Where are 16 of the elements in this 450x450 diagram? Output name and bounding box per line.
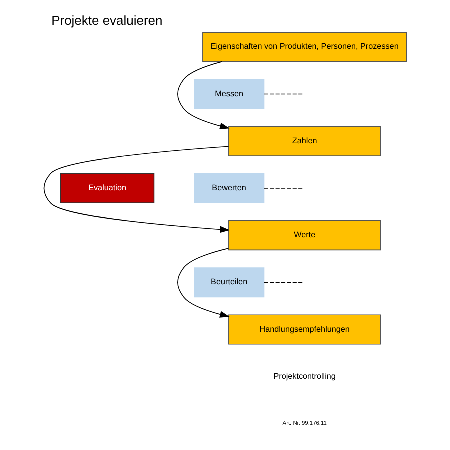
node-box: Bewerten [194,173,264,204]
node-box: Beurteilen [194,268,264,298]
node-box: Messen [194,79,264,110]
node-box: Werte [228,220,381,251]
connector [264,282,304,284]
node-box: Eigenschaften von Produkten, Personen, Prozessen [202,32,407,62]
node-box: Zahlen [228,126,381,156]
node-box: Evaluation [60,173,154,204]
label: Projektcontrolling [273,372,336,381]
arrow [177,61,230,130]
arrow [43,146,230,234]
connector [264,94,304,95]
node-box: Handlungsempfehlungen [228,314,381,345]
arrow [177,248,230,318]
connector [264,188,304,189]
diagram-title: Projekte evaluieren [51,13,162,28]
